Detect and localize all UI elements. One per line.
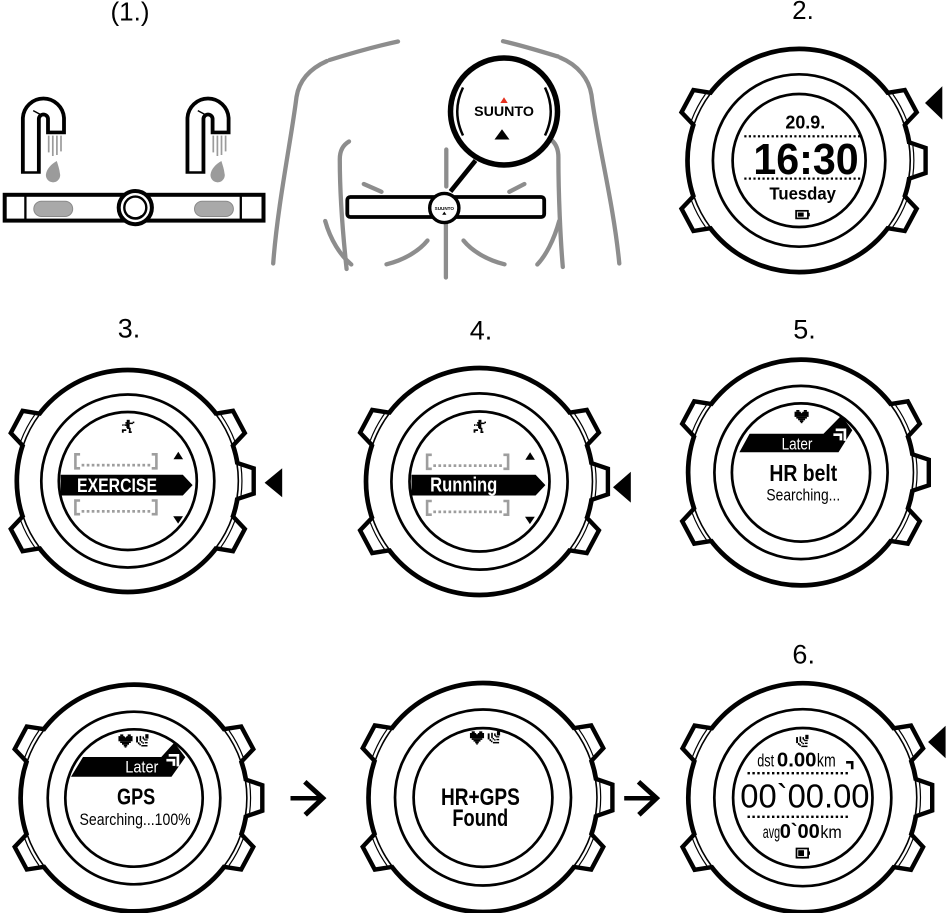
svg-text:SUUNTO: SUUNTO xyxy=(474,103,534,119)
svg-text:HR belt: HR belt xyxy=(769,461,837,487)
svg-text:Running: Running xyxy=(430,473,497,496)
svg-text:(1.): (1.) xyxy=(111,0,150,27)
svg-text:6.: 6. xyxy=(792,639,815,669)
svg-text:Later: Later xyxy=(125,759,158,777)
svg-text:Searching...100%: Searching...100% xyxy=(80,811,191,829)
svg-text:GPS: GPS xyxy=(117,784,155,810)
svg-text:km: km xyxy=(820,822,841,842)
svg-text:Found: Found xyxy=(452,804,508,832)
svg-text:00`00.00: 00`00.00 xyxy=(740,777,869,814)
svg-text:avg: avg xyxy=(763,823,780,842)
svg-text:20.9.: 20.9. xyxy=(785,112,825,132)
svg-text:km: km xyxy=(817,751,836,771)
svg-text:5.: 5. xyxy=(793,315,816,345)
svg-text:0`00: 0`00 xyxy=(780,821,820,843)
svg-text:Searching...: Searching... xyxy=(766,487,840,505)
svg-text:2.: 2. xyxy=(792,0,814,25)
svg-text:EXERCISE: EXERCISE xyxy=(77,474,157,496)
svg-text:HR+GPS: HR+GPS xyxy=(441,783,520,811)
svg-text:16:30: 16:30 xyxy=(753,135,858,185)
svg-text:Later: Later xyxy=(782,435,813,453)
svg-text:3.: 3. xyxy=(118,314,141,344)
svg-text:SUUNTO: SUUNTO xyxy=(435,206,455,211)
svg-text:Tuesday: Tuesday xyxy=(769,184,836,203)
svg-text:dst: dst xyxy=(757,751,774,771)
svg-text:4.: 4. xyxy=(470,316,493,346)
svg-text:0.00: 0.00 xyxy=(777,749,817,771)
